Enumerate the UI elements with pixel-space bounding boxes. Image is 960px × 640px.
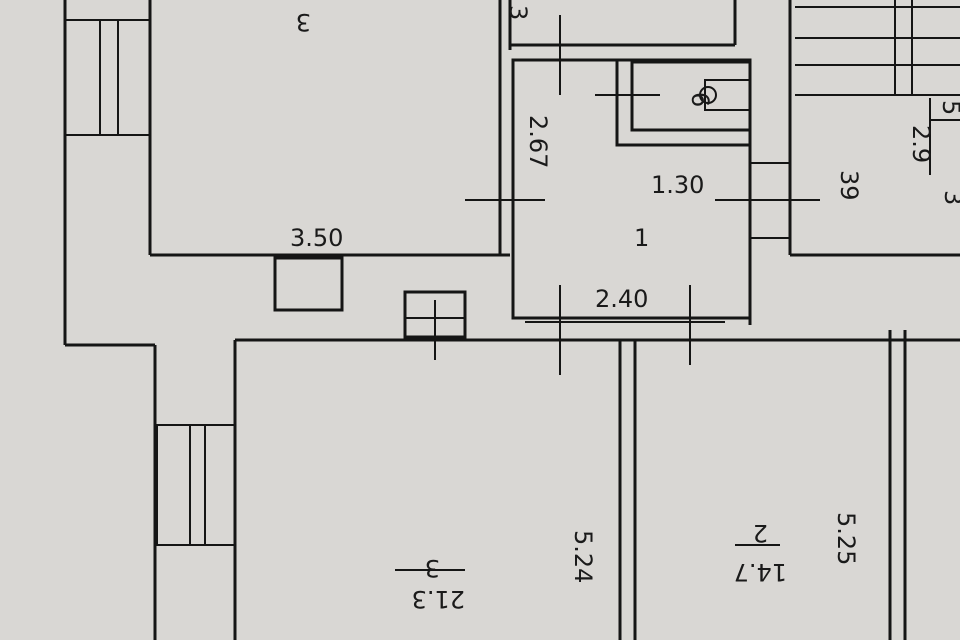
room-area: 2.9 — [907, 125, 935, 163]
dimension-label: 3 — [939, 190, 960, 205]
window — [64, 19, 151, 136]
dimension-label: 5.25 — [832, 512, 860, 565]
dimension-label: 39 — [835, 170, 863, 201]
room-number: 5 — [937, 100, 960, 115]
dimension-label: 3 — [296, 8, 311, 36]
room-number: 1 — [634, 224, 649, 252]
dimension-label: 2.67 — [524, 115, 552, 168]
toilet — [704, 79, 751, 111]
room-number: 6 — [686, 92, 714, 107]
dimension-label: 5.24 — [569, 530, 597, 583]
wall — [615, 60, 750, 147]
room-area: 14.7 — [734, 558, 787, 586]
window — [156, 424, 236, 546]
dimension-label: 3 — [504, 5, 532, 20]
toilet-bowl — [699, 86, 717, 104]
room-1-walls — [511, 58, 752, 320]
dimension-label: 3.50 — [290, 224, 343, 252]
room-area: 21.3 — [412, 585, 465, 613]
room-number: 3 — [425, 554, 440, 582]
room-number: 2 — [753, 519, 768, 547]
dimension-label: 2.40 — [595, 285, 648, 313]
dimension-label: 1.30 — [651, 171, 704, 199]
fixture — [273, 256, 344, 312]
